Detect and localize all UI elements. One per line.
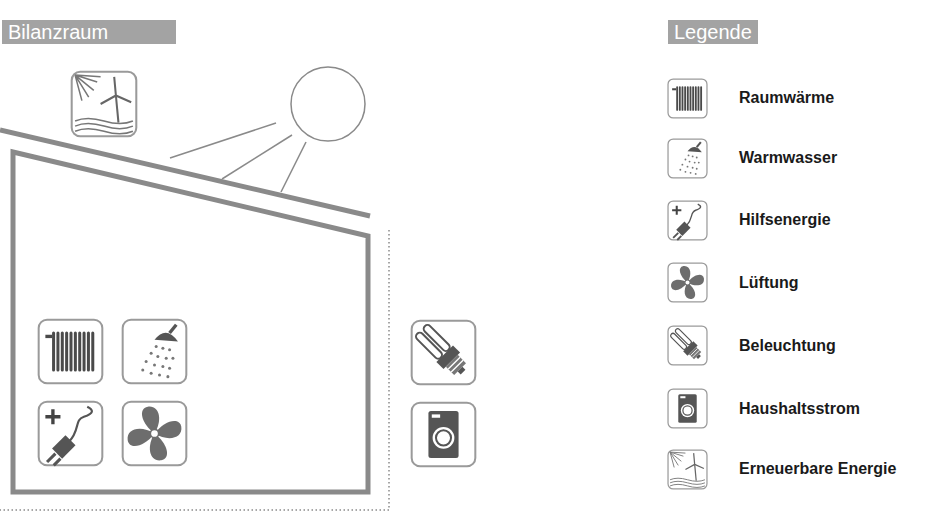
sun-ray — [281, 142, 306, 192]
legend-sample — [668, 79, 707, 118]
boundary-line — [0, 230, 389, 510]
legend-sample — [668, 389, 707, 428]
legend-text: Lüftung — [739, 273, 799, 293]
ventilation-icon — [123, 402, 187, 466]
legend-text: Erneuerbare Energie — [739, 459, 896, 479]
roof-line — [0, 130, 370, 216]
legend-sample — [668, 201, 707, 240]
legend-sample — [668, 139, 707, 178]
sun-symbol — [291, 67, 365, 141]
sun-ray — [170, 123, 276, 158]
lighting-icon — [412, 321, 476, 385]
legend-sample — [668, 450, 707, 489]
heading-text: Legende — [674, 20, 752, 44]
legend-text: Haushaltsstrom — [739, 399, 860, 419]
legend-text: Beleuchtung — [739, 336, 836, 356]
heading-band: Bilanzraum — [2, 20, 176, 44]
legend-sample — [668, 263, 707, 302]
renewable-icon — [72, 72, 137, 137]
heading-text: Bilanzraum — [8, 20, 170, 44]
legend-text: Warmwasser — [739, 148, 837, 168]
sun-ray — [222, 135, 292, 179]
auxiliary-energy-icon — [39, 402, 103, 466]
hot-water-icon — [123, 320, 187, 384]
heading-band: Legende — [668, 20, 758, 44]
house-outline — [13, 152, 368, 492]
heating-icon — [39, 320, 103, 384]
household-power-icon — [412, 403, 476, 467]
legend-sample — [668, 326, 707, 365]
legend-text: Raumwärme — [739, 88, 834, 108]
legend-text: Hilfsenergie — [739, 210, 831, 230]
